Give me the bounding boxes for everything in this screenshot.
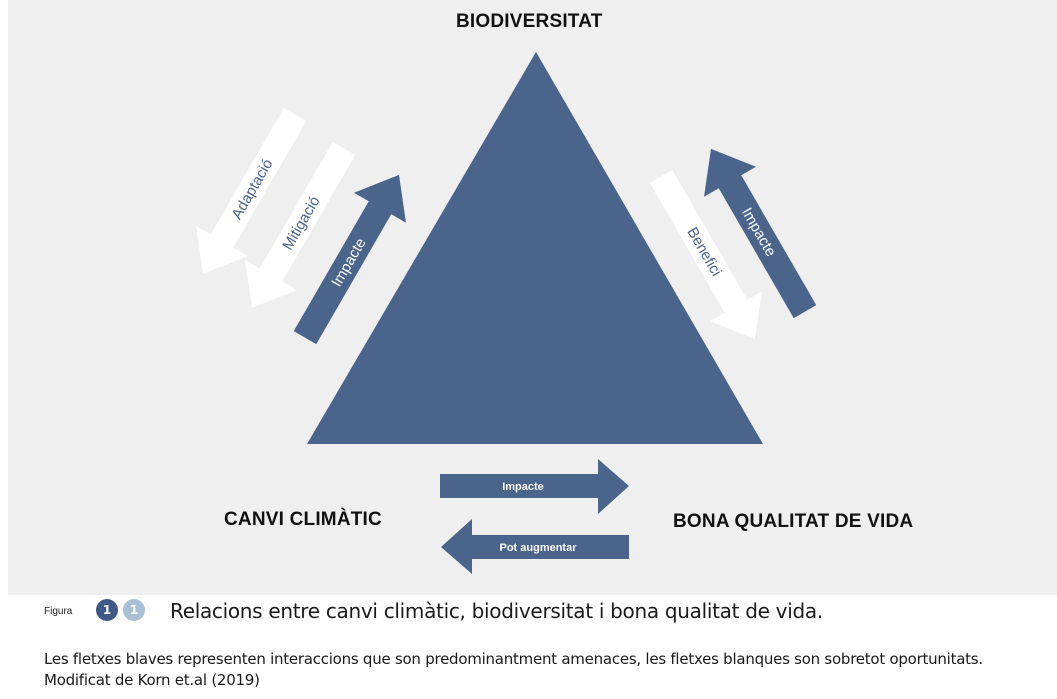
arrow-pot-augmentar-label: Pot augmentar [499, 542, 577, 554]
caption-line-2: Modificat de Korn et.al (2019) [44, 671, 260, 689]
figure-badge-dark: 1 [96, 599, 118, 621]
figure-badge-light: 1 [123, 599, 145, 621]
central-triangle [307, 52, 763, 444]
arrow-impacte-bottom-label: Impacte [502, 481, 544, 493]
diagram-panel: Adaptació Mitigació Impacte Benefici Imp… [8, 0, 1057, 595]
arrow-adaptacio: Adaptació [196, 108, 307, 274]
diagram-canvas: Adaptació Mitigació Impacte Benefici Imp… [196, 52, 817, 574]
caption-line-1: Les fletxes blaves representen interacci… [44, 650, 983, 668]
caption-text: Les fletxes blaves representen interacci… [44, 649, 1049, 691]
node-bona-qualitat-de-vida: BONA QUALITAT DE VIDA [673, 511, 914, 532]
arrow-pot-augmentar: Pot augmentar [441, 519, 629, 574]
caption-title: Relacions entre canvi climàtic, biodiver… [170, 599, 823, 623]
figure-word: Figura [44, 606, 73, 617]
node-biodiversitat: BIODIVERSITAT [456, 11, 603, 32]
node-canvi-climatic: CANVI CLIMÀTIC [224, 509, 382, 530]
arrow-mitigacio: Mitigació [245, 142, 356, 308]
caption-row: Figura 1 1 Relacions entre canvi climàti… [44, 596, 1044, 630]
arrow-impacte-bottom: Impacte [440, 459, 629, 514]
